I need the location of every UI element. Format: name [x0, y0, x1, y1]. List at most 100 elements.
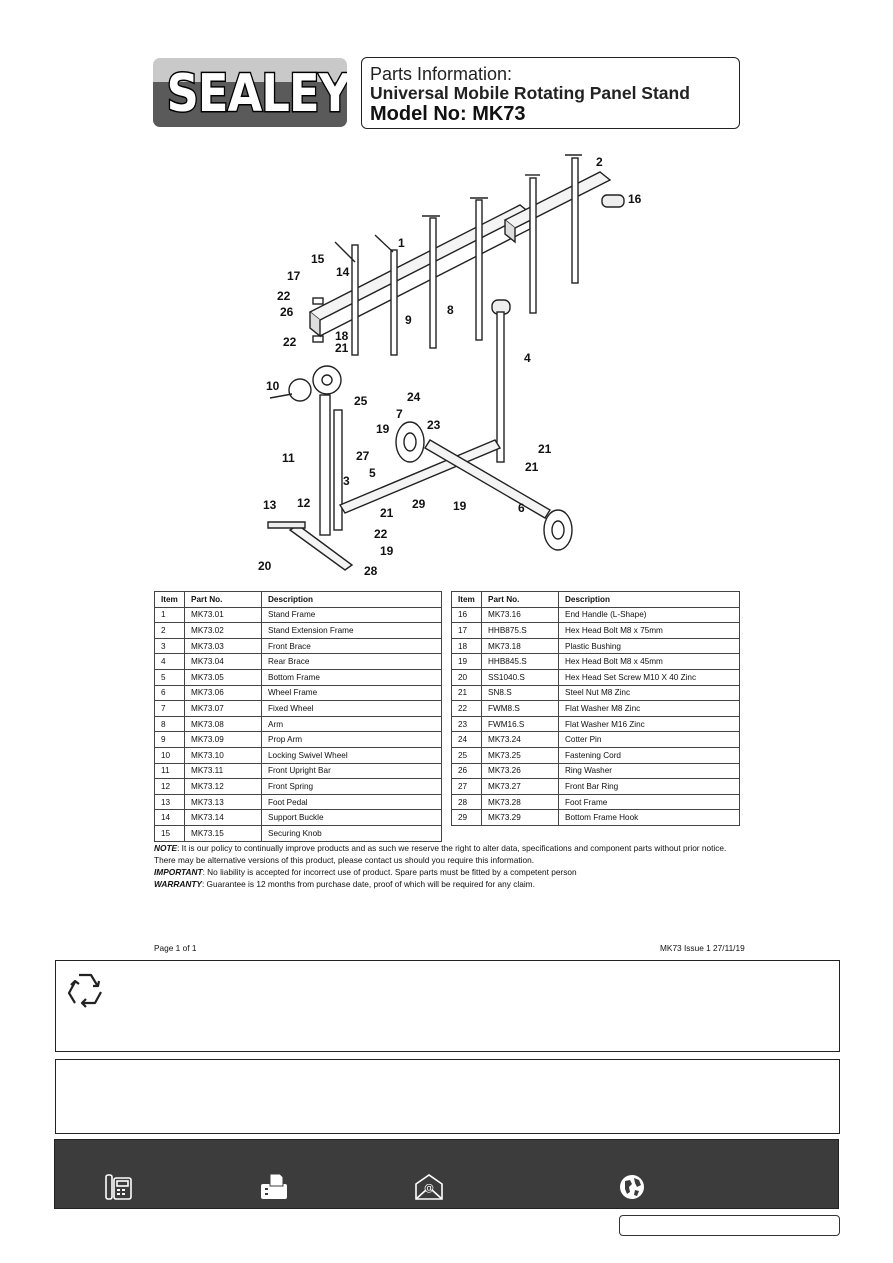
fax-icon: [261, 1173, 287, 1199]
brand-name: SEALEY: [165, 63, 347, 126]
cell-part-no: MK73.24: [481, 731, 559, 748]
col-item: Item: [154, 591, 185, 608]
svg-text:@: @: [424, 1183, 434, 1194]
callout-9: 9: [405, 313, 412, 327]
cell-description: Securing Knob: [261, 824, 442, 842]
callout-23: 23: [427, 418, 441, 432]
cell-item: 29: [451, 809, 482, 826]
cell-part-no: MK73.04: [184, 653, 262, 670]
title-box: Parts Information: Universal Mobile Rota…: [361, 57, 740, 129]
warranty-label: WARRANTY: [154, 879, 202, 889]
cell-description: Ring Washer: [558, 762, 740, 780]
cell-description: Front Brace: [261, 637, 442, 655]
cell-description: Rear Brace: [261, 653, 442, 670]
footer-label-box: [619, 1215, 840, 1236]
cell-item: 18: [451, 637, 482, 655]
callout-19-b: 19: [453, 499, 467, 513]
cell-part-no: MK73.13: [184, 793, 262, 811]
cell-part-no: MK73.01: [184, 606, 262, 624]
contact-bar: [54, 1139, 839, 1209]
cell-item: 7: [154, 700, 185, 717]
callout-21-a: 21: [335, 341, 349, 355]
callout-5: 5: [369, 466, 376, 480]
cell-part-no: MK73.25: [481, 746, 559, 764]
cell-item: 28: [451, 793, 482, 811]
cell-part-no: MK73.07: [184, 700, 262, 717]
callout-13: 13: [263, 498, 277, 512]
issue-info: MK73 Issue 1 27/11/19: [660, 943, 745, 953]
cell-description: Flat Washer M16 Zinc: [558, 715, 740, 733]
cell-description: Front Upright Bar: [261, 762, 442, 780]
phone-icon: [105, 1174, 132, 1200]
cell-item: 13: [154, 793, 185, 811]
cell-part-no: MK73.29: [481, 809, 559, 826]
cell-part-no: MK73.09: [184, 731, 262, 748]
cell-item: 5: [154, 668, 185, 686]
callout-22-a: 22: [277, 289, 291, 303]
callout-8: 8: [447, 303, 454, 317]
cell-description: Prop Arm: [261, 731, 442, 748]
cell-part-no: MK73.27: [481, 778, 559, 795]
cell-part-no: MK73.11: [184, 762, 262, 780]
callout-10: 10: [266, 379, 280, 393]
cell-item: 4: [154, 653, 185, 670]
cell-item: 26: [451, 762, 482, 780]
table-header-row: Item Part No. Description: [154, 591, 442, 608]
callout-24: 24: [407, 390, 421, 404]
cell-item: 23: [451, 715, 482, 733]
cell-description: Fixed Wheel: [261, 700, 442, 717]
cell-part-no: MK73.12: [184, 778, 262, 795]
callout-19-c: 19: [380, 544, 394, 558]
cell-item: 22: [451, 700, 482, 717]
callout-3: 3: [343, 474, 350, 488]
cell-part-no: MK73.26: [481, 762, 559, 780]
cell-item: 20: [451, 668, 482, 686]
callout-4: 4: [524, 351, 531, 365]
important-text: : No liability is accepted for incorrect…: [202, 867, 577, 877]
callout-11: 11: [282, 451, 295, 465]
cell-description: Hex Head Set Screw M10 X 40 Zinc: [558, 668, 740, 686]
recycle-box: [55, 960, 840, 1052]
cell-description: Bottom Frame: [261, 668, 442, 686]
col-desc: Description: [558, 591, 740, 608]
callout-26: 26: [280, 305, 294, 319]
cell-part-no: MK73.16: [481, 606, 559, 624]
cell-item: 6: [154, 684, 185, 702]
callout-6: 6: [518, 501, 525, 515]
cell-item: 2: [154, 622, 185, 639]
cell-item: 17: [451, 622, 482, 639]
cell-description: Bottom Frame Hook: [558, 809, 740, 826]
cell-part-no: SS1040.S: [481, 668, 559, 686]
cell-description: Fastening Cord: [558, 746, 740, 764]
cell-part-no: MK73.10: [184, 746, 262, 764]
page-number: Page 1 of 1: [154, 943, 197, 953]
cell-description: Front Bar Ring: [558, 778, 740, 795]
exploded-parts-diagram: 1 2 3 4 5 6 7 8 9 10 11 12 13 14 15 16 1…: [258, 154, 642, 578]
cell-description: Front Spring: [261, 778, 442, 795]
cell-part-no: HHB845.S: [481, 653, 559, 670]
cell-item: 25: [451, 746, 482, 764]
cell-part-no: MK73.14: [184, 809, 262, 826]
cell-part-no: FWM8.S: [481, 700, 559, 717]
callout-18: 18: [335, 329, 349, 343]
cell-part-no: HHB875.S: [481, 622, 559, 639]
col-item: Item: [451, 591, 482, 608]
notes-section: NOTE: It is our policy to continually im…: [154, 842, 754, 890]
callout-20: 20: [258, 559, 272, 573]
callout-22-b: 22: [283, 335, 297, 349]
